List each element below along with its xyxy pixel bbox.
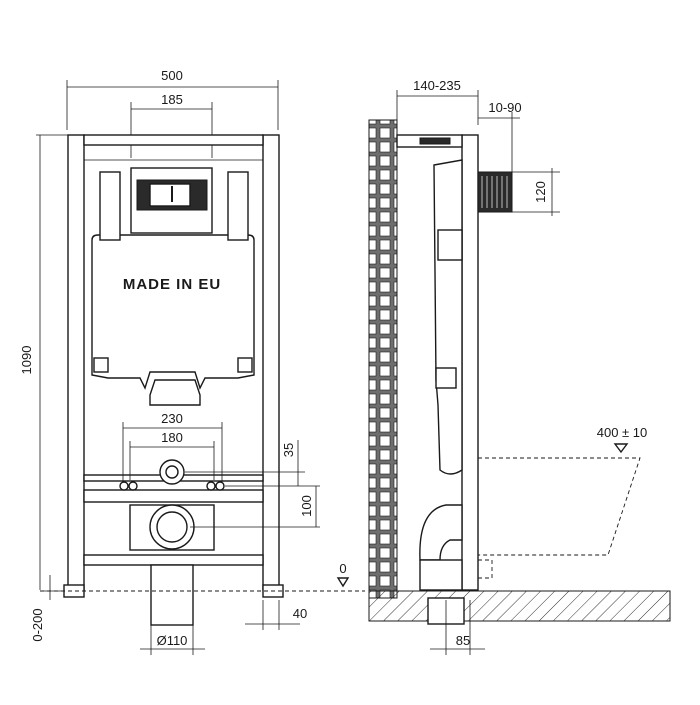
- side-view: 140-235 10-90 120: [368, 78, 671, 655]
- tiled-wall: [368, 119, 398, 599]
- dim-label-35: 35: [281, 443, 296, 457]
- floor-zero-mark: 0: [336, 561, 350, 588]
- cistern-outlet: [149, 379, 201, 406]
- dim-label-1090: 1090: [19, 346, 34, 375]
- dim-label-40: 40: [293, 606, 307, 621]
- cistern-mount-left: [93, 357, 109, 373]
- side-frame-upright: [461, 134, 479, 591]
- side-drain-sleeve: [419, 559, 463, 591]
- cistern-body: [91, 234, 255, 390]
- cistern-left-bracket: [99, 171, 121, 241]
- dim-label-140-235: 140-235: [413, 78, 461, 93]
- floor-slab: [368, 590, 671, 622]
- dim-label-0-200: 0-200: [30, 608, 45, 641]
- bolt-left-outer: [119, 481, 129, 491]
- dim-vertical-35-100: 35 100: [185, 440, 320, 528]
- dim-outlet-offset: 85: [430, 600, 485, 655]
- dim-height: 1090: [19, 134, 68, 590]
- dim-inlet-spacing: 230: [122, 411, 223, 490]
- dim-outlet-diameter: Ø110: [140, 625, 205, 655]
- dim-label-d110: Ø110: [157, 633, 188, 648]
- dim-label-230: 230: [161, 411, 183, 426]
- bolt-right-outer: [215, 481, 225, 491]
- dim-leg-offset: 40: [245, 600, 307, 630]
- side-flush-plate: [477, 171, 513, 213]
- dim-total-width: 500: [66, 68, 279, 130]
- cistern-right-bracket: [227, 171, 249, 241]
- dim-depth: 140-235: [396, 78, 479, 125]
- front-view: 500 185 1090 0-200: [19, 68, 365, 655]
- dim-label-400: 400 ± 10: [597, 425, 648, 440]
- drain-pipe: [150, 564, 194, 626]
- bowl-height-mark: 400 ± 10: [597, 425, 648, 454]
- frame-top-rail: [83, 134, 264, 146]
- dim-label-180: 180: [161, 430, 183, 445]
- side-drain-bend: [419, 504, 463, 561]
- dim-label-120: 120: [533, 181, 548, 203]
- bolt-left-inner: [128, 481, 138, 491]
- frame-cross-rail: [83, 489, 264, 503]
- frame-left-upright: [67, 134, 85, 591]
- dim-label-85: 85: [456, 633, 470, 648]
- bolt-right-inner: [206, 481, 216, 491]
- dim-label-185: 185: [161, 92, 183, 107]
- dim-label-500: 500: [161, 68, 183, 83]
- dim-flush-plate: 185: [130, 92, 213, 158]
- brand-mark: MADE IN EU: [123, 276, 221, 293]
- side-fill-valve: [437, 229, 463, 261]
- dim-label-0: 0: [339, 561, 346, 576]
- dim-depth-2: 10-90: [478, 100, 522, 175]
- toilet-bowl-outline: [478, 457, 641, 556]
- frame-bottom-rail: [83, 554, 264, 566]
- side-cistern: [433, 159, 463, 475]
- dim-plate-height: 120: [512, 168, 560, 216]
- dim-label-100: 100: [299, 495, 314, 517]
- frame-right-upright: [262, 134, 280, 591]
- cistern-mount-right: [237, 357, 253, 373]
- dim-bolt-spacing: 180: [129, 430, 215, 480]
- dim-label-10-90: 10-90: [488, 100, 521, 115]
- dim-floor-adjust: 0-200: [30, 575, 64, 642]
- left-foot: [63, 584, 85, 598]
